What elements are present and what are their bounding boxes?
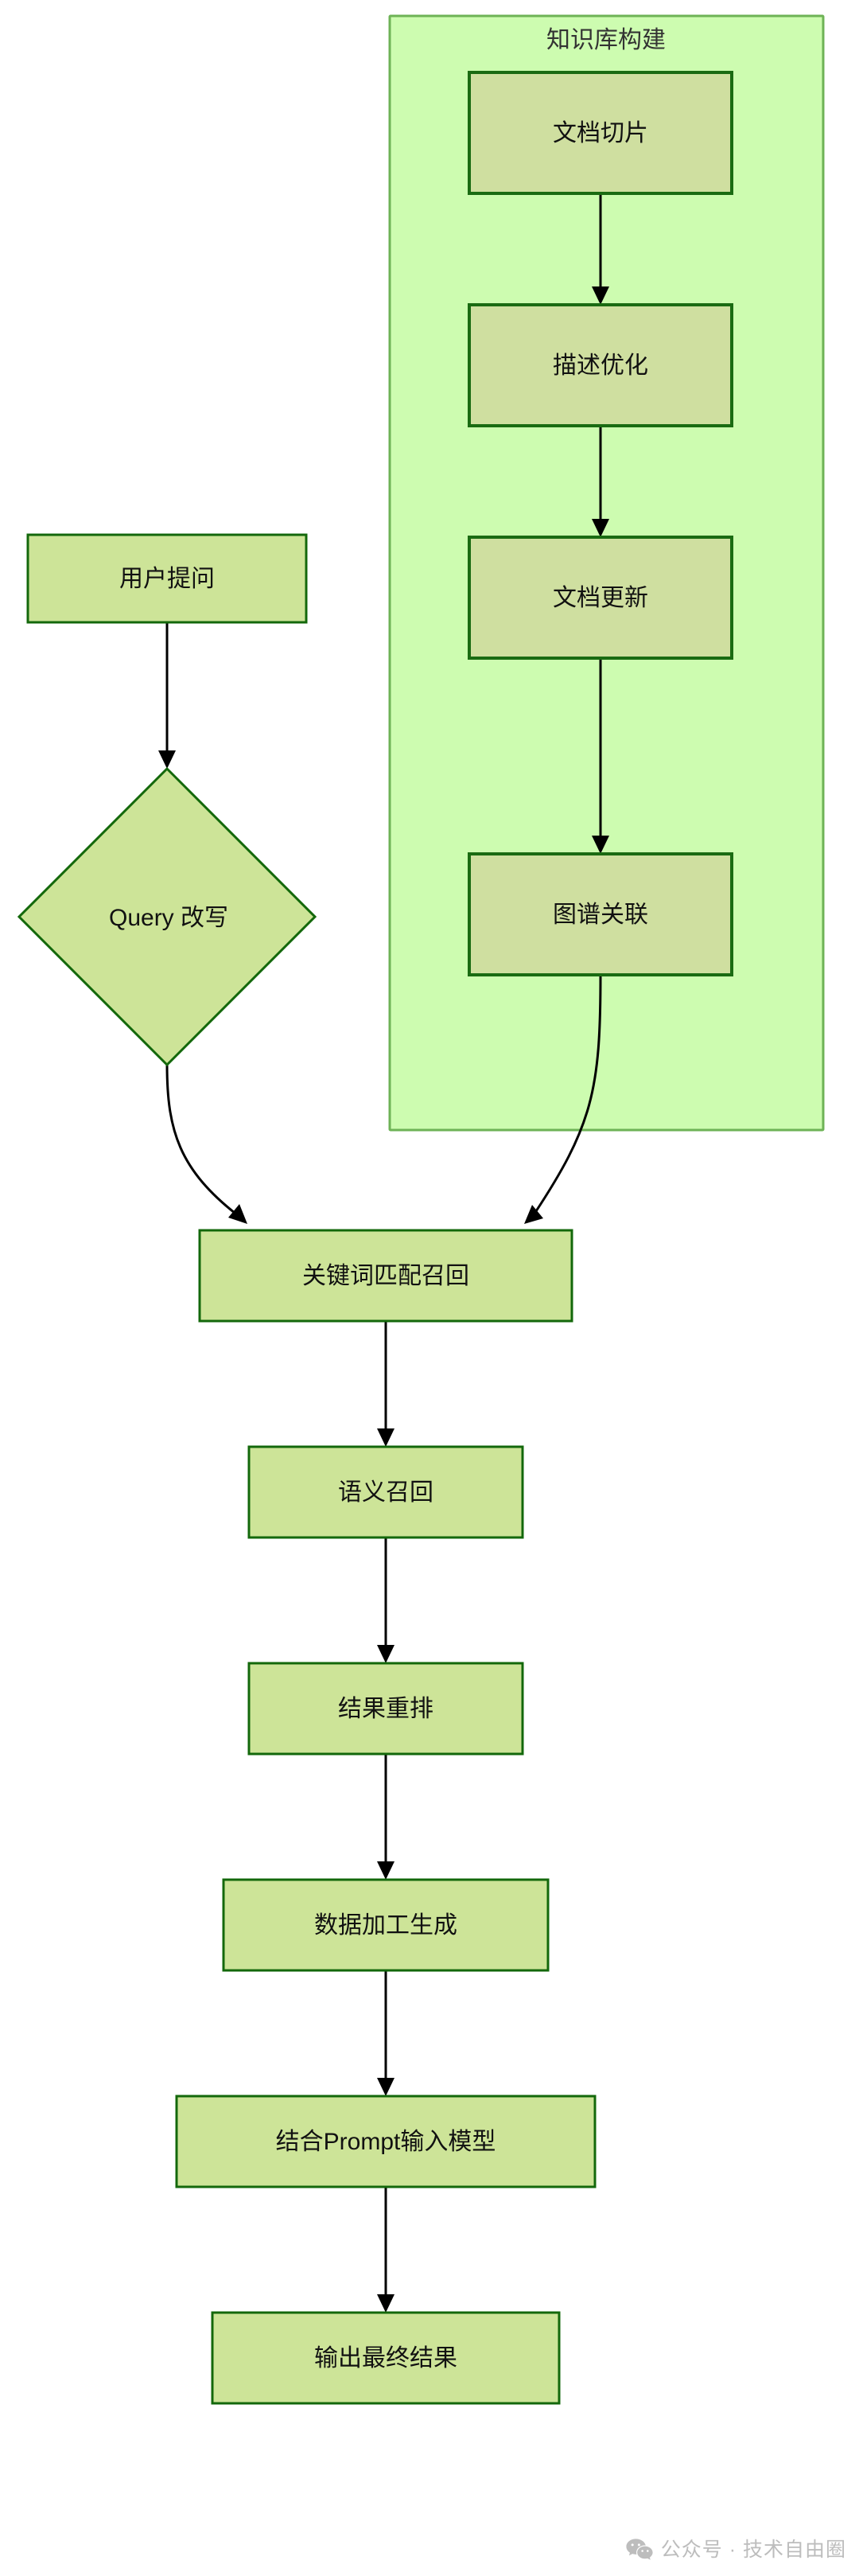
node-keyword-recall-label: 关键词匹配召回 — [302, 1263, 469, 1289]
edge-graph-link-to-keyword-recall — [524, 974, 602, 1224]
node-prompt-input-label: 结合Prompt输入模型 — [276, 2129, 496, 2155]
node-prompt-input[interactable]: 结合Prompt输入模型 — [175, 2095, 597, 2188]
edge-user-query-to-query-rewrite — [158, 622, 176, 769]
edge-prompt-input-to-final-output — [377, 2187, 395, 2313]
node-rerank[interactable]: 结果重排 — [247, 1662, 524, 1756]
node-rerank-shape[interactable] — [247, 1662, 524, 1756]
cluster-label: 知识库构建 — [546, 27, 666, 53]
node-semantic-recall-shape[interactable] — [247, 1445, 524, 1539]
node-semantic-recall[interactable]: 语义召回 — [247, 1445, 524, 1539]
node-user-query-shape[interactable] — [26, 533, 308, 624]
node-graph-link-shape[interactable] — [468, 852, 733, 976]
node-keyword-recall-shape[interactable] — [198, 1229, 573, 1323]
edge-rerank-to-data-generation — [377, 1754, 395, 1880]
node-doc-update[interactable]: 文档更新 — [468, 536, 733, 660]
node-query-rewrite-shape[interactable] — [17, 766, 317, 1067]
edge-data-generation-to-prompt-input — [377, 1970, 395, 2096]
node-user-query[interactable]: 用户提问 — [26, 533, 308, 624]
node-prompt-input-shape[interactable] — [175, 2095, 597, 2188]
node-data-generation-label: 数据加工生成 — [314, 1912, 457, 1939]
node-doc-update-shape[interactable] — [468, 536, 733, 660]
node-user-query-label: 用户提问 — [119, 566, 215, 592]
node-graph-link[interactable]: 图谱关联 — [468, 852, 733, 976]
edge-doc-update-to-graph-link — [592, 658, 609, 854]
node-keyword-recall[interactable]: 关键词匹配召回 — [198, 1229, 573, 1323]
node-desc-optimization[interactable]: 描述优化 — [468, 303, 733, 427]
node-desc-optimization-label: 描述优化 — [553, 353, 648, 379]
node-doc-slice-label: 文档切片 — [553, 120, 648, 146]
edge-query-rewrite-to-keyword-recall — [165, 1064, 247, 1224]
node-final-output-shape[interactable] — [211, 2311, 561, 2405]
edge-keyword-recall-to-semantic-recall — [377, 1321, 395, 1447]
node-final-output-label: 输出最终结果 — [314, 2345, 457, 2371]
node-doc-slice-shape[interactable] — [468, 71, 733, 195]
node-doc-slice[interactable]: 文档切片 — [468, 71, 733, 195]
node-query-rewrite-label: Query 改写 — [109, 905, 228, 931]
edge-desc-opt-to-doc-update — [592, 426, 609, 537]
node-query-rewrite[interactable]: Query 改写 — [17, 766, 317, 1067]
edge-semantic-recall-to-rerank — [377, 1537, 395, 1663]
node-semantic-recall-label: 语义召回 — [338, 1479, 433, 1506]
node-rerank-label: 结果重排 — [338, 1696, 433, 1722]
node-doc-update-label: 文档更新 — [553, 585, 648, 611]
node-final-output[interactable]: 输出最终结果 — [211, 2311, 561, 2405]
edge-layer — [158, 193, 609, 2313]
node-data-generation[interactable]: 数据加工生成 — [222, 1878, 550, 1972]
edge-doc-slice-to-desc-opt — [592, 193, 609, 305]
node-desc-optimization-shape[interactable] — [468, 303, 733, 427]
node-data-generation-shape[interactable] — [222, 1878, 550, 1972]
node-graph-link-label: 图谱关联 — [553, 902, 648, 928]
